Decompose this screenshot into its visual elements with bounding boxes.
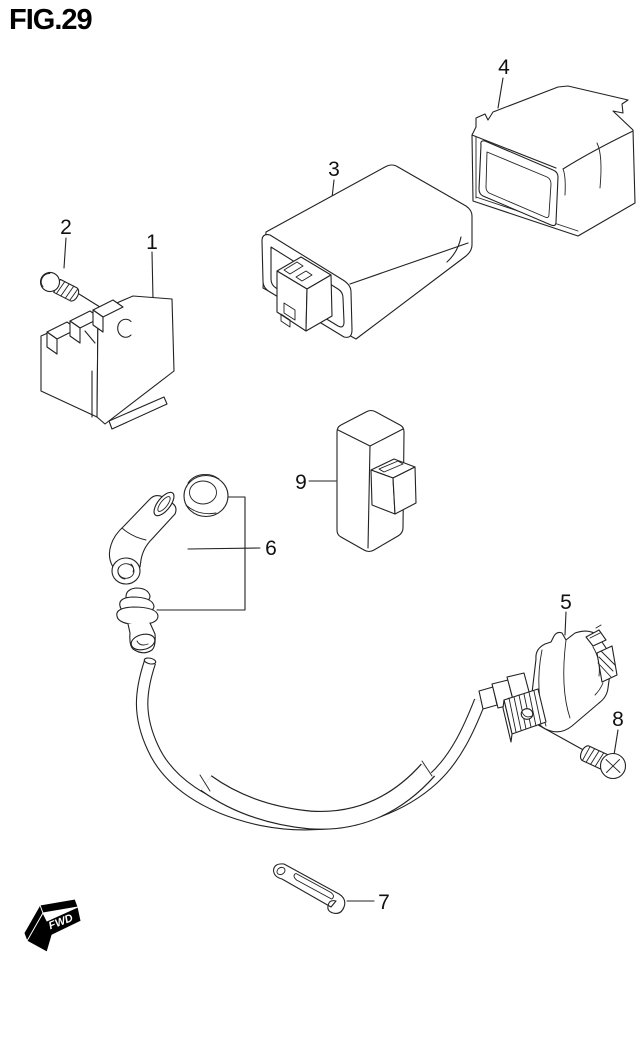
cdi-unit xyxy=(261,164,473,340)
figure-title: FIG.29 xyxy=(9,4,93,36)
cdi-cover xyxy=(471,85,636,237)
callout-4: 4 xyxy=(498,56,510,79)
callout-3: 3 xyxy=(328,158,340,181)
callout-8: 8 xyxy=(612,708,624,731)
ignition-coil xyxy=(478,624,618,743)
callout-5: 5 xyxy=(560,591,572,614)
callout-6: 6 xyxy=(265,537,277,560)
coil-screw xyxy=(579,745,627,780)
callout-1: 1 xyxy=(146,231,158,254)
regulator-rectifier xyxy=(40,295,175,430)
spark-plug-cap-set xyxy=(108,473,229,654)
callout-leader-lines xyxy=(63,77,619,902)
fwd-arrow: FWD xyxy=(23,898,82,953)
callout-7: 7 xyxy=(378,891,390,914)
callout-9: 9 xyxy=(295,471,307,494)
callout-numbers: 1 2 3 4 5 6 7 8 9 xyxy=(60,56,624,914)
plug-lead-wire xyxy=(135,657,486,831)
relay xyxy=(336,409,417,553)
callout-2: 2 xyxy=(60,216,72,239)
clamp xyxy=(272,863,346,914)
regulator-screw xyxy=(39,271,80,302)
